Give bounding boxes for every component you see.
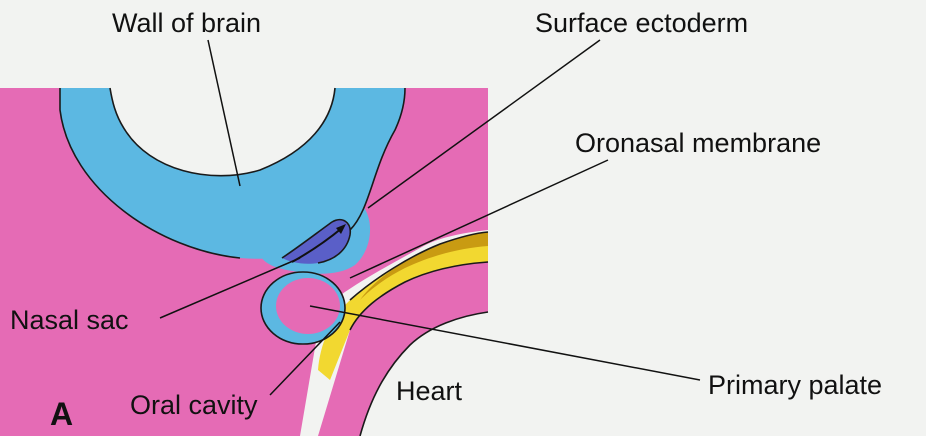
label-surface-ectoderm: Surface ectoderm <box>535 10 748 37</box>
primary-palate <box>276 278 340 334</box>
label-heart: Heart <box>396 378 462 405</box>
label-wall-of-brain: Wall of brain <box>112 10 261 37</box>
label-oral-cavity: Oral cavity <box>130 392 258 419</box>
panel-letter: A <box>50 398 73 430</box>
label-oronasal-membrane: Oronasal membrane <box>575 130 821 157</box>
label-primary-palate: Primary palate <box>708 372 882 399</box>
label-nasal-sac: Nasal sac <box>10 307 129 334</box>
